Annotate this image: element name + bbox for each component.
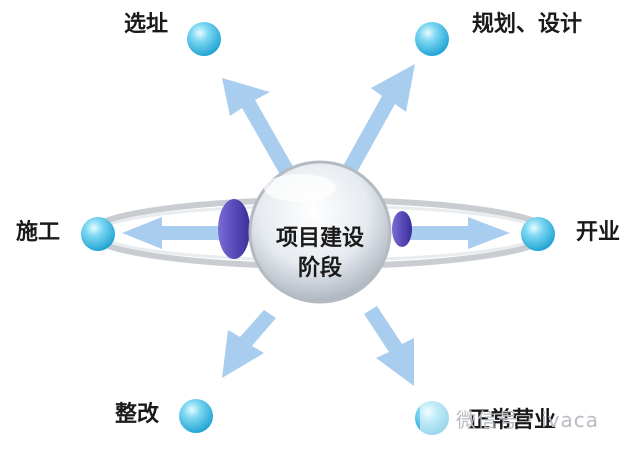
label-opening: 开业 [576,220,621,245]
arrow-to-planning-design [343,64,415,174]
arrow-to-opening [400,217,510,249]
left-disc [218,199,250,259]
center-title-line2: 阶段 [297,256,342,281]
arrow-to-construction [122,217,240,249]
arrow-to-site-selection [222,78,295,178]
node-site-selection [187,22,221,56]
watermark-overlay [420,398,630,438]
center-title-line1: 项目建设 [275,226,364,251]
arrow-to-normal-operation [364,306,414,386]
watermark-text: 微信号 · ivaca [456,408,599,432]
arrow-to-rectification [222,310,276,378]
label-planning-design: 规划、设计 [472,12,583,37]
right-disc [392,211,412,247]
center-title: 项目建设 阶段 [252,224,388,284]
node-construction [81,217,115,251]
label-site-selection: 选址 [124,12,169,37]
node-opening [521,217,555,251]
label-rectification: 整改 [115,402,160,427]
hub-highlight [264,174,336,202]
node-rectification [179,399,213,433]
label-normal-operation: 正常营业 [468,408,557,433]
label-construction: 施工 [16,220,61,245]
node-planning-design [415,22,449,56]
